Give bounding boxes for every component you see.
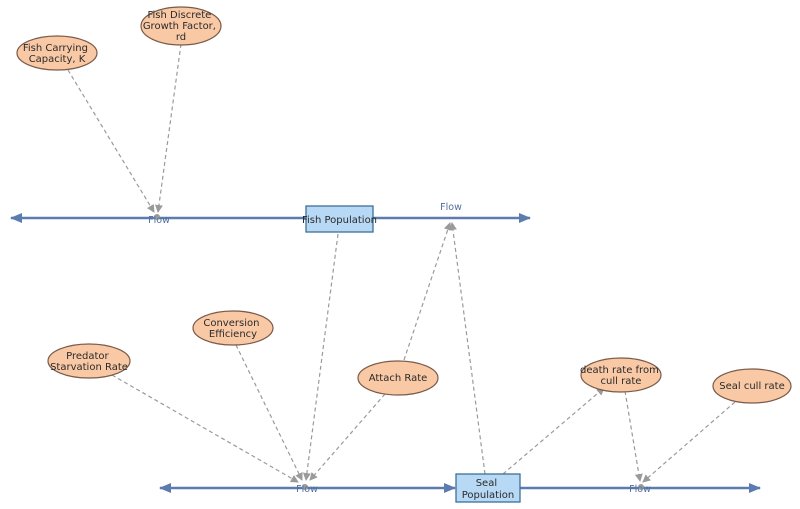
aux-death-rate-from-cull-rate[interactable]: death rate from cull rate [580, 357, 662, 393]
link-seal-cull-rate-to-seal-outflow[interactable] [642, 401, 736, 483]
link-conversion-efficiency-to-seal-flow[interactable] [235, 344, 303, 481]
link-seal-population-to-death-rate[interactable] [502, 387, 605, 475]
stock-seal-population-label: Seal Population [462, 478, 515, 501]
fish-outflow-label: Flow [440, 202, 462, 213]
aux-seal-cull-rate-label: Seal cull rate [719, 381, 784, 392]
link-death-rate-to-seal-outflow[interactable] [624, 390, 643, 482]
aux-fish-carrying-capacity-label: Fish Carrying Capacity, K [23, 43, 91, 65]
seal-outflow-label: Flow [629, 484, 651, 495]
aux-attach-rate-label: Attach Rate [369, 373, 428, 384]
aux-conversion-efficiency-label: Conversion Efficiency [203, 318, 262, 340]
aux-predator-starvation-rate-label: Predator Starvation Rate [50, 351, 128, 373]
link-seal-population-to-fish-outflow[interactable] [448, 222, 486, 475]
link-fish-population-to-seal-flow[interactable] [302, 233, 339, 481]
link-carrying-capacity-to-fish-flow[interactable] [67, 69, 155, 213]
stock-fish-population[interactable]: Fish Population [302, 205, 377, 233]
aux-predator-starvation-rate[interactable]: Predator Starvation Rate [47, 343, 131, 379]
link-predator-starvation-to-seal-flow[interactable] [111, 374, 299, 483]
aux-fish-carrying-capacity[interactable]: Fish Carrying Capacity, K [16, 35, 98, 71]
seal-inflow-valve[interactable] [302, 484, 308, 490]
link-attach-rate-to-seal-flow[interactable] [309, 393, 386, 481]
aux-conversion-efficiency[interactable]: Conversion Efficiency [192, 310, 274, 346]
stock-seal-population[interactable]: Seal Population [455, 473, 521, 503]
aux-attach-rate[interactable]: Attach Rate [357, 360, 439, 396]
aux-seal-cull-rate[interactable]: Seal cull rate [712, 368, 792, 404]
aux-fish-growth-factor[interactable]: Fish Discrete Growth Factor, rd [140, 6, 222, 46]
link-attach-rate-to-fish-outflow[interactable] [403, 222, 452, 361]
seal-inflow-label: Flow [296, 484, 318, 495]
seal-outflow-valve[interactable] [638, 484, 644, 490]
fish-inflow-valve[interactable] [154, 214, 160, 220]
fish-inflow-label: Flow [148, 215, 170, 226]
link-growth-factor-to-fish-flow[interactable] [154, 43, 182, 213]
aux-fish-growth-factor-label: Fish Discrete Growth Factor, rd [143, 10, 219, 43]
aux-death-rate-from-cull-rate-label: death rate from cull rate [580, 365, 662, 387]
stock-fish-population-label: Fish Population [302, 215, 377, 226]
